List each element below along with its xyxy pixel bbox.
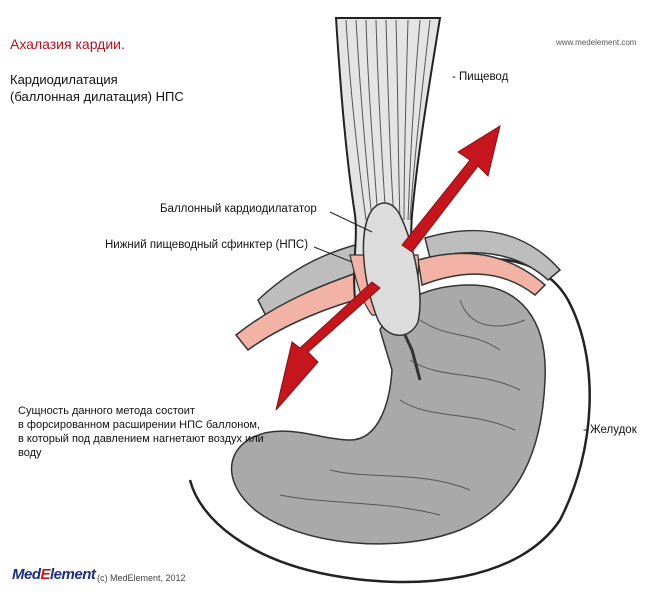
label-esophagus: - Пищевод <box>452 71 508 83</box>
label-stomach: - Желудок <box>583 424 637 436</box>
method-description: Сущность данного метода состоит в форсир… <box>18 404 288 460</box>
medelement-logo: MedElement <box>12 566 95 584</box>
note-line-1: Сущность данного метода состоит <box>18 404 288 418</box>
logo-text: MedElement <box>12 566 95 583</box>
copyright-text: (c) MedElement, 2012 <box>97 573 186 583</box>
note-line-2: в форсированном расширении НПС баллоном, <box>18 418 288 432</box>
note-line-3: в который под давлением нагнетают воздух… <box>18 432 288 460</box>
label-balloon-dilator: Баллонный кардиодилататор <box>160 203 317 215</box>
label-sphincter: Нижний пищеводный сфинктер (НПС) <box>105 239 308 251</box>
